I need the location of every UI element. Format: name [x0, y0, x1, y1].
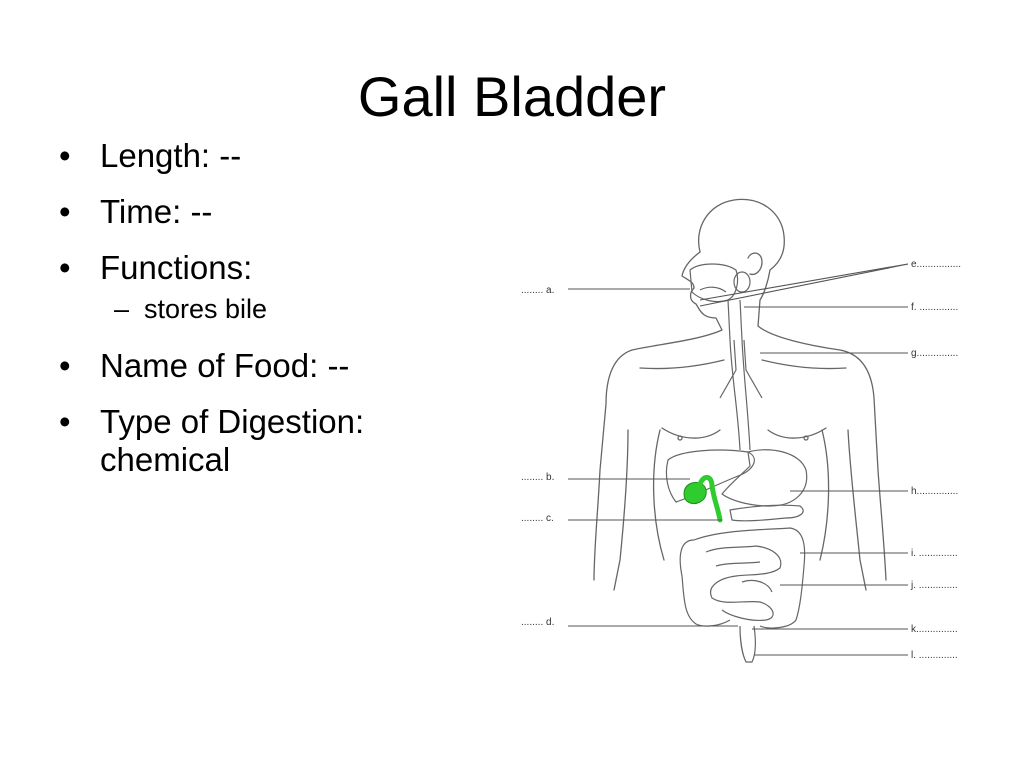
bullet-functions: • Functions:: [57, 249, 487, 287]
label-d: ........ d.: [521, 617, 554, 628]
bullet-text: Functions:: [100, 249, 253, 286]
label-h: h...............: [911, 486, 958, 497]
right-labels: e................ f. .............. g...…: [910, 259, 961, 661]
digestive-organs: [665, 263, 808, 663]
bullet-text: Type of Digestion:: [100, 403, 365, 440]
label-e: e................: [911, 259, 961, 270]
label-j: j. ..............: [910, 580, 958, 591]
label-l: l. ..............: [911, 650, 958, 661]
bullet-time: • Time: --: [57, 193, 487, 231]
bullet-list: • Length: -- • Time: -- • Functions: – s…: [57, 137, 487, 497]
sub-bullet-dash: –: [114, 294, 130, 324]
bullet-dot: •: [59, 249, 71, 286]
bullet-dot: •: [59, 137, 71, 174]
sub-bullet-text: stores bile: [144, 294, 268, 324]
left-labels: ........ a. ........ b. ........ c. ....…: [521, 285, 554, 628]
sub-bullet-stores-bile: – stores bile: [57, 293, 487, 325]
bullet-text-continuation: chemical: [100, 441, 231, 478]
label-lines: [568, 263, 909, 656]
gallbladder-highlight: [683, 475, 723, 523]
digestive-system-diagram: ........ a. ........ b. ........ c. ....…: [521, 198, 961, 663]
label-a: ........ a.: [521, 285, 554, 296]
label-i: i. ..............: [911, 548, 958, 559]
bullet-text: Name of Food: --: [100, 347, 350, 384]
bullet-type-of-digestion: • Type of Digestion: chemical: [57, 403, 487, 479]
label-b: ........ b.: [521, 472, 554, 483]
label-c: ........ c.: [521, 513, 554, 524]
slide-title: Gall Bladder: [357, 65, 667, 128]
bullet-text: Length: --: [100, 137, 242, 174]
bullet-dot: •: [59, 347, 71, 384]
bullet-length: • Length: --: [57, 137, 487, 175]
bullet-text: Time: --: [100, 193, 213, 230]
label-f: f. ..............: [911, 302, 958, 313]
label-g: g...............: [911, 348, 958, 359]
label-k: k...............: [911, 624, 958, 635]
body-outline: [593, 198, 887, 591]
bullet-dot: •: [59, 193, 71, 230]
bullet-name-of-food: • Name of Food: --: [57, 347, 487, 385]
bullet-dot: •: [59, 403, 71, 440]
